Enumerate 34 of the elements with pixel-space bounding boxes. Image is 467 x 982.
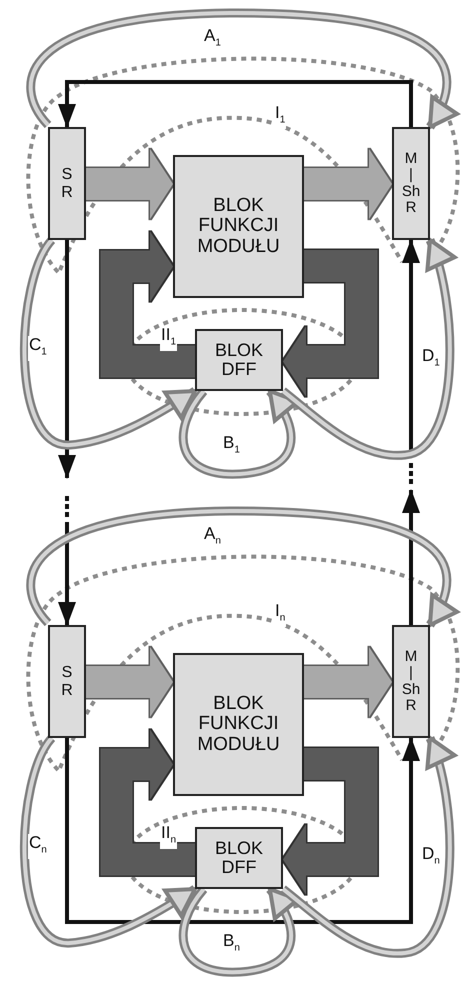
block-arrow <box>86 149 173 219</box>
arrow <box>58 240 76 479</box>
box-label: BLOK FUNKCJI MODUŁU <box>196 196 281 258</box>
process-box <box>392 625 430 738</box>
box-label: BLOK DFF <box>214 340 264 380</box>
edge-label: C$_{1}$ <box>28 336 48 362</box>
region-label: I$_{1}$ <box>274 104 286 130</box>
process-box <box>392 127 430 240</box>
process-box <box>48 127 86 240</box>
block-arrow <box>304 647 392 717</box>
region-label: II$_{n}$ <box>160 824 178 850</box>
process-box <box>195 827 283 889</box>
process-box <box>48 625 86 738</box>
arrow <box>65 737 420 924</box>
box-label: M | Sh R <box>400 649 422 714</box>
block-arrow <box>283 250 378 396</box>
arrow <box>58 522 76 626</box>
block-arrow <box>86 647 173 717</box>
block-arrow <box>304 149 392 219</box>
region-label: I$_{n}$ <box>274 602 286 628</box>
edge-label: C$_{n}$ <box>28 834 48 860</box>
box-label: S R <box>60 166 74 201</box>
box-label: M | Sh R <box>400 151 422 216</box>
box-label: BLOK FUNKCJI MODUŁU <box>196 694 281 756</box>
process-box <box>195 329 283 391</box>
box-label: S R <box>60 664 74 699</box>
arrow <box>58 80 413 128</box>
region-label: II$_{1}$ <box>160 326 178 352</box>
process-box <box>173 653 304 796</box>
block-arrow <box>283 748 378 894</box>
process-box <box>173 155 304 298</box>
arrow <box>402 489 420 625</box>
box-label: BLOK DFF <box>214 838 264 878</box>
arrow <box>402 239 420 452</box>
